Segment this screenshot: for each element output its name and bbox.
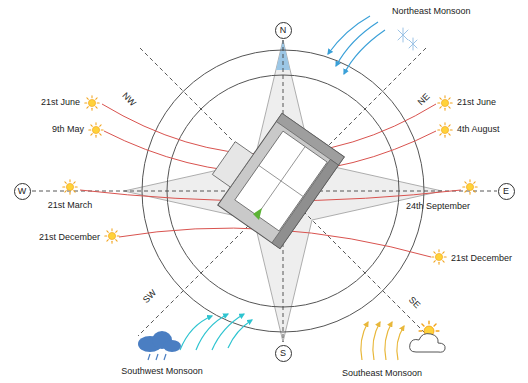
- monsoon-label: Northeast Monsoon: [392, 7, 471, 17]
- date-label: 21st June: [457, 98, 496, 108]
- date-label: 9th May: [52, 125, 84, 135]
- direction-label: NE: [415, 91, 432, 108]
- monsoon-label: Southeast Monsoon: [342, 369, 422, 379]
- compass-letter: E: [503, 187, 509, 196]
- compass-point-circle: W: [14, 183, 31, 200]
- compass-letter: W: [18, 187, 27, 196]
- compass-point-circle: S: [275, 345, 292, 362]
- date-label: 24th September: [406, 202, 470, 212]
- direction-label: SW: [141, 288, 160, 307]
- date-label: 21st December: [451, 254, 512, 264]
- compass-point-circle: N: [275, 22, 292, 39]
- compass-point-circle: E: [498, 183, 515, 200]
- date-label: 21st March: [48, 201, 93, 211]
- monsoon-label: Southwest Monsoon: [121, 367, 203, 377]
- direction-label: SE: [406, 295, 423, 312]
- date-label: 21st June: [41, 98, 80, 108]
- compass-letter: N: [280, 26, 287, 35]
- date-label: 4th August: [457, 125, 500, 135]
- direction-label: NW: [118, 90, 137, 109]
- date-label: 21st December: [39, 233, 100, 243]
- compass-letter: S: [280, 349, 286, 358]
